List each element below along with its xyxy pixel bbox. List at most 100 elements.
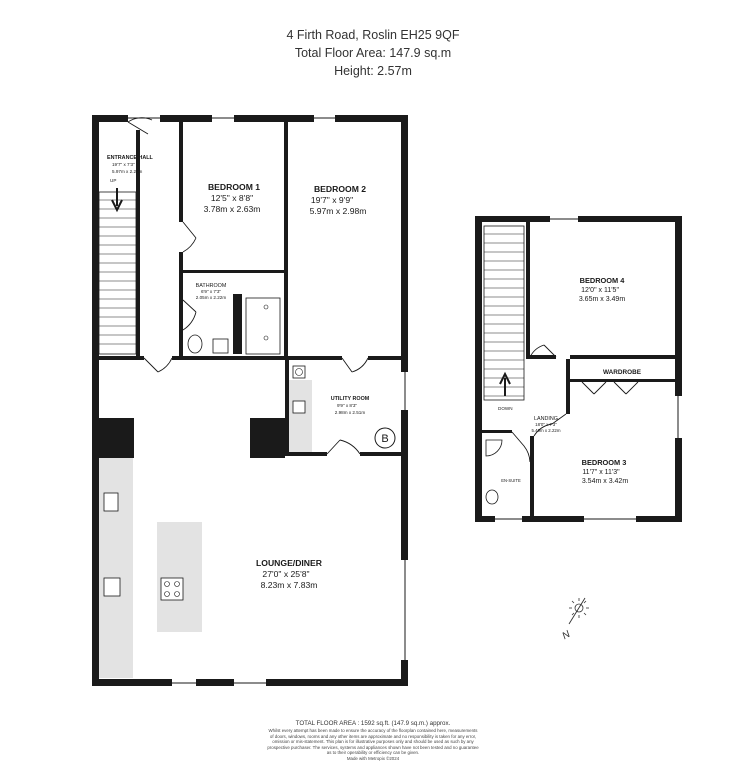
- utility-metric: 2.98m x 2.51m: [335, 410, 366, 415]
- wall-right-upper: [401, 115, 408, 358]
- basin-icon: [212, 338, 229, 354]
- ff-wall-ensuite-right: [530, 436, 534, 516]
- ff-wall-bottom-1: [475, 516, 495, 522]
- wall-utility-bottom-l: [285, 452, 327, 456]
- ff-wall-bed4-left: [526, 222, 530, 358]
- ff-wall-top-1: [475, 216, 550, 222]
- wall-hall-bottom-r: [172, 356, 342, 360]
- bedroom2-metric: 5.97m x 2.98m: [310, 206, 367, 216]
- wall-bottom-1: [92, 679, 172, 686]
- bathroom-name: BATHROOM: [196, 283, 227, 289]
- door-front: [127, 117, 153, 135]
- door-bed1: [182, 221, 197, 253]
- shower-head-icon: [263, 304, 269, 310]
- wall-right-a: [401, 358, 408, 372]
- first-floor: BEDROOM 4 12'0" x 11'5" 3.65m x 3.49m WA…: [475, 216, 682, 522]
- bedroom1-name: BEDROOM 1: [208, 182, 260, 192]
- bedroom1-imperial: 12'5" x 8'8": [211, 193, 253, 203]
- ff-wall-right-1: [675, 216, 682, 396]
- wall-utility-top: [368, 356, 401, 360]
- ff-wardrobe-front: [570, 379, 675, 382]
- wall-utility-bottom-r: [360, 452, 401, 456]
- door-lounge: [143, 357, 173, 373]
- ensuite-name: EN-SUITE: [501, 478, 521, 483]
- sun-rays-icon: [569, 598, 589, 618]
- sink-icon: [103, 577, 121, 597]
- lounge-name: LOUNGE/DINER: [256, 558, 323, 568]
- utility-imperial: 9'9" x 8'3": [337, 403, 357, 408]
- landing-name: LANDING: [534, 416, 558, 422]
- ff-wall-landing-right: [566, 359, 570, 414]
- bedroom4-name: BEDROOM 4: [580, 276, 626, 285]
- wall-bottom-2: [196, 679, 234, 686]
- staircase-ground: [98, 188, 137, 355]
- hob-ring-icon: [164, 591, 170, 597]
- bedroom2-name: BEDROOM 2: [314, 184, 366, 194]
- wall-top-1: [92, 115, 128, 122]
- wall-top-4: [335, 115, 408, 122]
- wall-utility-left: [285, 360, 289, 455]
- wall-right-b: [401, 410, 408, 560]
- ff-wall-bottom-3: [636, 516, 682, 522]
- wall-hall-right: [136, 130, 140, 356]
- boiler-icon: [374, 427, 396, 449]
- wall-hall-bottom-l: [99, 356, 144, 360]
- stair-arrow-up-icon: [499, 371, 511, 396]
- bathroom-metric: 2.05m x 2.22m: [196, 295, 227, 300]
- entrance-hall-metric: 5.97m x 2.22m: [112, 169, 143, 174]
- bedroom3-imperial: 11'7" x 11'3": [582, 469, 620, 476]
- chimney-right: [250, 418, 285, 458]
- washer-drum-icon: [295, 368, 303, 376]
- utility-worktop: [289, 380, 312, 453]
- ensuite-toilet-icon: [485, 489, 499, 505]
- chimney-left: [99, 418, 134, 458]
- footer: TOTAL FLOOR AREA : 1592 sq.ft. (147.9 sq…: [223, 720, 523, 762]
- ensuite-shower-icon: [485, 439, 503, 457]
- landing-imperial: 18'0" x 7'3": [535, 422, 557, 427]
- compass: N: [561, 597, 589, 642]
- stair-up-label: UP: [110, 178, 116, 183]
- ff-wall-ensuite-top: [482, 430, 512, 433]
- wall-bed1-left: [179, 122, 183, 222]
- ff-wall-left: [475, 216, 482, 522]
- door-bed4: [529, 344, 557, 358]
- door-ensuite: [511, 431, 531, 463]
- bathroom-imperial: 6'9" x 7'3": [201, 289, 221, 294]
- sun-icon: [574, 603, 584, 613]
- ff-wall-bed4-bottom-r: [570, 355, 675, 359]
- wardrobe-doors: [581, 381, 639, 395]
- footer-disclaimer-1: Whilst every attempt has been made to en…: [268, 728, 478, 733]
- wall-bath-top: [183, 270, 284, 273]
- lounge-imperial: 27'0" x 25'8": [262, 569, 309, 579]
- footer-disclaimer-3: omission or mis-statement. This plan is …: [272, 739, 474, 745]
- boiler-label: B: [381, 433, 388, 445]
- footer-disclaimer-4: prospective purchaser. The services, sys…: [267, 744, 479, 750]
- wall-top-2: [160, 115, 212, 122]
- ff-wall-right-2: [675, 438, 682, 522]
- footer-total: TOTAL FLOOR AREA : 1592 sq.ft. (147.9 sq…: [295, 720, 451, 727]
- footer-disclaimer-6: Made with Metropix ©2024: [346, 755, 400, 761]
- hob-ring-icon: [174, 581, 180, 587]
- shower-icon: [245, 297, 281, 355]
- wall-left: [92, 115, 99, 686]
- header-total-area: Total Floor Area: 147.9 sq.m: [294, 46, 452, 60]
- wall-bath-left: [179, 252, 183, 356]
- footer-disclaimer-5: as to their operability or efficiency ca…: [326, 750, 420, 756]
- wall-bed2-left: [284, 122, 288, 356]
- ground-floor: ENTRANCE HALL 19'7" x 7'3" 5.97m x 2.22m…: [92, 115, 408, 686]
- bedroom3-name: BEDROOM 3: [582, 458, 627, 467]
- washer-icon: [292, 365, 306, 379]
- entrance-hall-name: ENTRANCE HALL: [107, 155, 154, 161]
- oven-icon: [103, 492, 119, 512]
- wardrobe-name: WARDROBE: [603, 369, 642, 376]
- entrance-hall-imperial: 19'7" x 7'3": [112, 162, 135, 167]
- hob-ring-icon: [164, 581, 170, 587]
- hob-icon: [160, 577, 184, 601]
- bath-partition: [233, 294, 242, 354]
- door-utility: [341, 357, 369, 373]
- door-bed3: [533, 413, 567, 437]
- north-arrow-icon: [568, 597, 586, 625]
- header-height: Height: 2.57m: [334, 64, 412, 78]
- stair-down-label: DOWN: [498, 406, 513, 411]
- lounge-metric: 8.23m x 7.83m: [261, 580, 318, 590]
